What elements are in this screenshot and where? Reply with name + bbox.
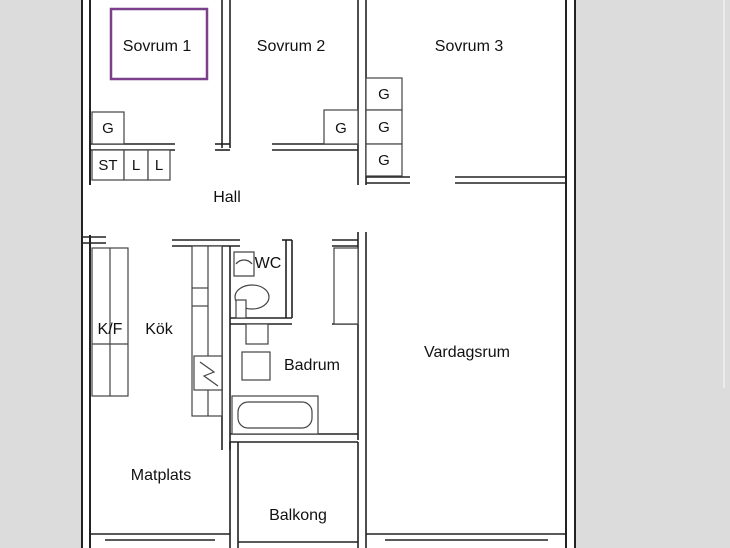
cleaning-cabinet-label: ST [98, 157, 117, 174]
room-label-wc: WC [255, 255, 282, 272]
selected-room-highlight [109, 7, 209, 81]
room-label-sovrum3: Sovrum 3 [435, 38, 504, 55]
wardrobe-label: G [378, 152, 390, 169]
room-label-balkong: Balkong [269, 507, 327, 524]
wardrobe-label: G [102, 120, 114, 137]
wc-fixtures [233, 251, 270, 319]
linen-cabinet-label: L [155, 157, 163, 174]
wardrobe-box [323, 109, 359, 145]
wardrobe-box [91, 111, 125, 145]
room-label-badrum: Badrum [284, 357, 340, 374]
storage-units: G ST L L G G G G [91, 77, 403, 181]
room-label-kok: Kök [145, 321, 174, 338]
wardrobe-box [365, 109, 403, 145]
wc-sink-icon [233, 251, 255, 277]
room-label-sovrum1: Sovrum 1 [123, 38, 192, 55]
fridge-freezer-label: K/F [98, 321, 123, 338]
wardrobe-box [123, 149, 149, 181]
room-label-matplats: Matplats [131, 467, 191, 484]
wardrobe-box [91, 149, 125, 181]
room-label-vardagsrum: Vardagsrum [424, 344, 510, 361]
plan-paper [82, 0, 576, 548]
wardrobe-box [365, 77, 403, 111]
bath-toilet-tank [245, 323, 269, 345]
room-label-sovrum2: Sovrum 2 [257, 38, 326, 55]
bathroom-shelf [333, 247, 359, 325]
kitchen-fittings [91, 245, 223, 417]
outer-walls [81, 0, 576, 548]
wardrobe-box [147, 149, 171, 181]
room-label-hall: Hall [213, 189, 241, 206]
bathroom-fixtures [231, 247, 359, 435]
wardrobe-label: G [378, 119, 390, 136]
wardrobe-label: G [378, 86, 390, 103]
linen-cabinet-label: L [132, 157, 140, 174]
wardrobe-label: G [335, 120, 347, 137]
wardrobe-box [365, 143, 403, 177]
stove-icon [199, 361, 219, 387]
stove [193, 355, 223, 391]
